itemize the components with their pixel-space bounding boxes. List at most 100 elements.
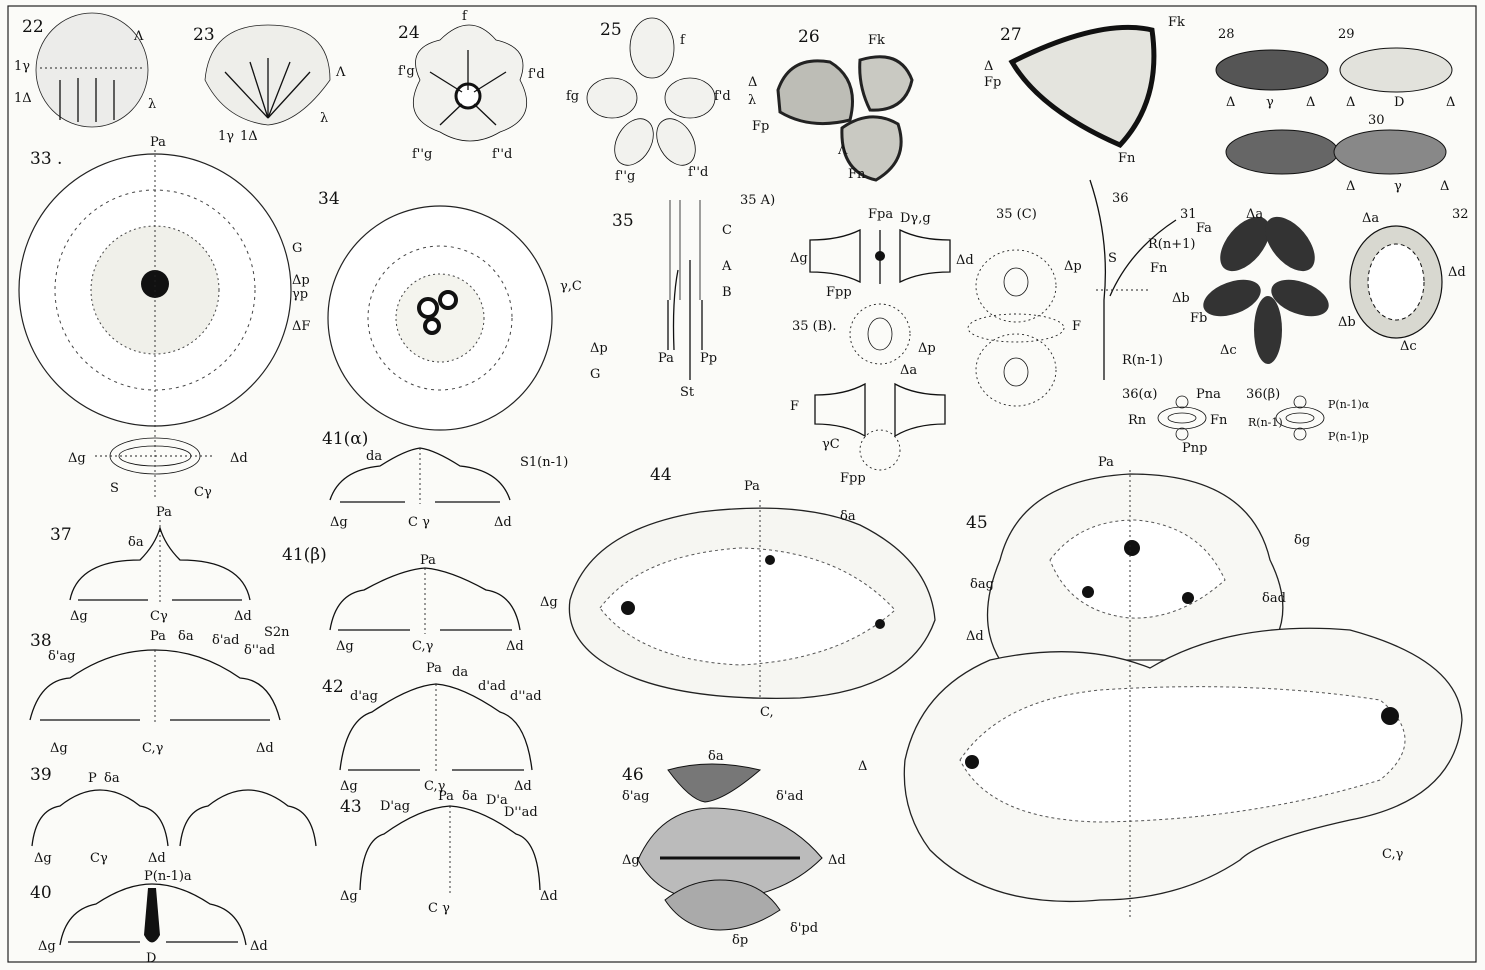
fig35C-label-1: Δp (1064, 259, 1082, 274)
fig42-label-5: d'ag (350, 689, 378, 704)
figure-26: 26 Fk Δ λ Λ Fp Fn (748, 27, 912, 182)
fig43-label-1: Pa (438, 789, 454, 804)
fig23-label-1: 1γ (218, 129, 234, 144)
fig44-label-1: Pa (744, 479, 760, 494)
fig41a-label-2: Δg (330, 515, 348, 530)
fig46-label-7: δ'pd (790, 921, 818, 936)
fig41b-label-4: Δd (506, 639, 524, 654)
fig45-label-2: δg (1294, 533, 1310, 548)
fig41b-label-2: Δg (336, 639, 354, 654)
fig37-label-5: Δd (234, 609, 252, 624)
fig38-label-4: δ'ad (212, 633, 239, 648)
fig46-label-3: δ'ad (776, 789, 803, 804)
fig46-label-5: Δd (828, 853, 846, 868)
fig36-number: 36 (1112, 191, 1129, 206)
fig33-label-6: Δg (68, 451, 86, 466)
fig36b-label-3: P(n-1)p (1328, 430, 1369, 443)
fig33-label-9: Cγ (194, 485, 212, 500)
fig38-label-8: Δd (256, 741, 274, 756)
figure-33: 33 . Pa G Δp γp ΔF Δg Δd S Cγ (19, 135, 310, 500)
fig44-label-3: Δg (540, 595, 558, 610)
figure-34: 34 γ,C Δp G (318, 189, 608, 430)
fig38-label-6: Δg (50, 741, 68, 756)
fig37-label-6: S2n (264, 625, 290, 640)
figure-35A: 35 A) Fpa Dγ,g Δg Δd Fpp (740, 193, 974, 300)
fig43-number: 43 (340, 797, 362, 817)
fig25-label-2: fg (566, 89, 579, 104)
fig35C-number: 35 (C) (996, 207, 1037, 222)
fig42-label-4: d''ad (510, 689, 542, 704)
fig22-label-4: Λ (133, 29, 144, 44)
fig35B-label-2: Δp (918, 341, 936, 356)
fig39-label-3: Δg (34, 851, 52, 866)
fig40-label-4: Δd (250, 939, 268, 954)
fig22-label-1: 1γ (14, 59, 30, 74)
fig41a-label-3: C γ (408, 515, 430, 530)
fig25-number: 25 (600, 20, 622, 40)
fig35-label-2: A (721, 259, 732, 274)
fig41a-label-4: Δd (494, 515, 512, 530)
fig24-label-1: f (462, 9, 468, 24)
fig34-label-3: G (590, 367, 600, 382)
fig39-label-1: P (88, 771, 97, 786)
figure-42: 42 Pa da d'ad d''ad d'ag Δg C,γ Δd (322, 661, 542, 794)
fig35A-label-2: Dγ,g (900, 211, 931, 226)
fig39-label-2: δa (104, 771, 120, 786)
fig40-label-1: P(n-1)a (144, 869, 192, 884)
fig36-label-1: R(n+1) (1148, 237, 1195, 252)
figure-29: 29 Δ D Δ (1338, 27, 1455, 110)
fig44-label-5: C, (760, 705, 774, 720)
figure-37: 37 Pa δa Δg Cγ Δd S2n (50, 505, 290, 640)
fig23-label-3: λ (320, 111, 328, 126)
fig46-label-2: δ'ag (622, 789, 649, 804)
fig42-label-6: Δg (340, 779, 358, 794)
figure-45: 45 Pa δg δag δad Δ C,γ (858, 455, 1462, 920)
fig33-label-1: Pa (150, 135, 166, 150)
fig37-label-4: Cγ (150, 609, 168, 624)
fig45-number: 45 (966, 513, 988, 533)
figure-25: 25 f fg f'd f''g f''d (566, 18, 731, 184)
fig32-label-3: Δb (1338, 315, 1356, 330)
fig28-label-3: Δ (1306, 95, 1315, 110)
fig28-number: 28 (1218, 27, 1235, 42)
fig38-number: 38 (30, 631, 52, 651)
fig32-number: 32 (1452, 207, 1469, 222)
fig30-label-1: Δ (1346, 179, 1355, 194)
fig42-number: 42 (322, 677, 344, 697)
fig45-label-5: Δ (858, 759, 867, 774)
fig34-label-1: γ,C (560, 279, 582, 294)
fig41b-number: 41(β) (282, 545, 327, 565)
fig36-label-3: S (1108, 251, 1117, 266)
fig43-label-6: Δg (340, 889, 358, 904)
fig25-label-4: f''g (615, 169, 635, 184)
fig43-label-3: D'ag (380, 799, 410, 814)
fig33-label-3: Δp (292, 273, 310, 288)
fig30-number: 30 (1368, 113, 1385, 128)
fig29-label-1: Δ (1346, 95, 1355, 110)
figure-30: 30 Δ γ Δ (1226, 113, 1449, 194)
fig35A-label-4: Δd (956, 253, 974, 268)
fig40-label-3: Δg (38, 939, 56, 954)
fig26-label-3: λ (748, 93, 756, 108)
fig31-label-5: Δb (1172, 291, 1190, 306)
fig36a-label-1: Pna (1196, 387, 1221, 402)
figure-41a: 41(α) da Δg C γ Δd S1(n-1) (322, 429, 568, 530)
fig44-label-4: Δd (966, 629, 984, 644)
fig35B-label-4: Fpp (840, 471, 866, 486)
fig43-label-2: δa (462, 789, 478, 804)
fig46-number: 46 (622, 765, 644, 785)
fig31-label-2: Fb (1190, 311, 1207, 326)
figure-35: 35 C A B Pa Pp St (612, 200, 732, 400)
fig41a-label-1: da (366, 449, 382, 464)
fig43-label-7: C γ (428, 901, 450, 916)
fig35B-label-3: Δa (900, 363, 917, 378)
figure-43: 43 Pa δa D'ag D'a D''ad Δg C γ Δd (340, 789, 558, 916)
fig45-label-6: C,γ (1382, 847, 1404, 862)
fig31-label-4: Δa (1246, 207, 1263, 222)
fig34-number: 34 (318, 189, 340, 209)
fig37-label-1: Pa (156, 505, 172, 520)
fig40-number: 40 (30, 883, 52, 903)
fig27-number: 27 (1000, 25, 1022, 45)
